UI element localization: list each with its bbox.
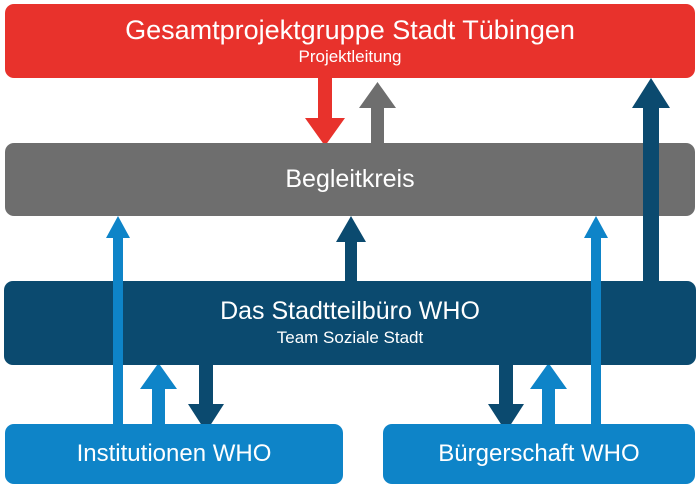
connector-stadtteilbuero-to-begleitkreis — [336, 216, 366, 288]
node-buergerschaft[interactable]: Bürgerschaft WHO — [383, 424, 695, 484]
connector-buergerschaft-to-stadtteilbuero — [530, 363, 567, 433]
node-gesamtprojektgruppe-subtitle: Projektleitung — [298, 47, 402, 67]
node-begleitkreis-title: Begleitkreis — [285, 165, 415, 193]
node-institutionen-title: Institutionen WHO — [76, 440, 272, 468]
connector-buergerschaft-to-begleitkreis — [584, 216, 608, 431]
connector-institutionen-to-stadtteilbuero — [140, 363, 177, 433]
node-gesamtprojektgruppe[interactable]: Gesamtprojektgruppe Stadt Tübingen Proje… — [5, 4, 695, 78]
connector-gesamtprojektgruppe-to-begleitkreis — [305, 76, 345, 146]
connector-stadtteilbuero-to-institutionen — [188, 362, 224, 432]
node-institutionen[interactable]: Institutionen WHO — [5, 424, 343, 484]
connector-institutionen-to-begleitkreis — [106, 216, 130, 431]
connector-stadtteilbuero-to-gesamtprojektgruppe — [632, 78, 670, 285]
node-stadtteilbuero-title: Das Stadtteilbüro WHO — [220, 297, 480, 326]
node-gesamtprojektgruppe-title: Gesamtprojektgruppe Stadt Tübingen — [125, 14, 575, 45]
node-stadtteilbuero-subtitle: Team Soziale Stadt — [276, 328, 424, 348]
node-begleitkreis[interactable]: Begleitkreis — [5, 143, 695, 216]
connector-begleitkreis-to-gesamtprojektgruppe — [359, 82, 396, 146]
node-buergerschaft-title: Bürgerschaft WHO — [438, 440, 640, 468]
connector-stadtteilbuero-to-buergerschaft — [488, 362, 524, 432]
